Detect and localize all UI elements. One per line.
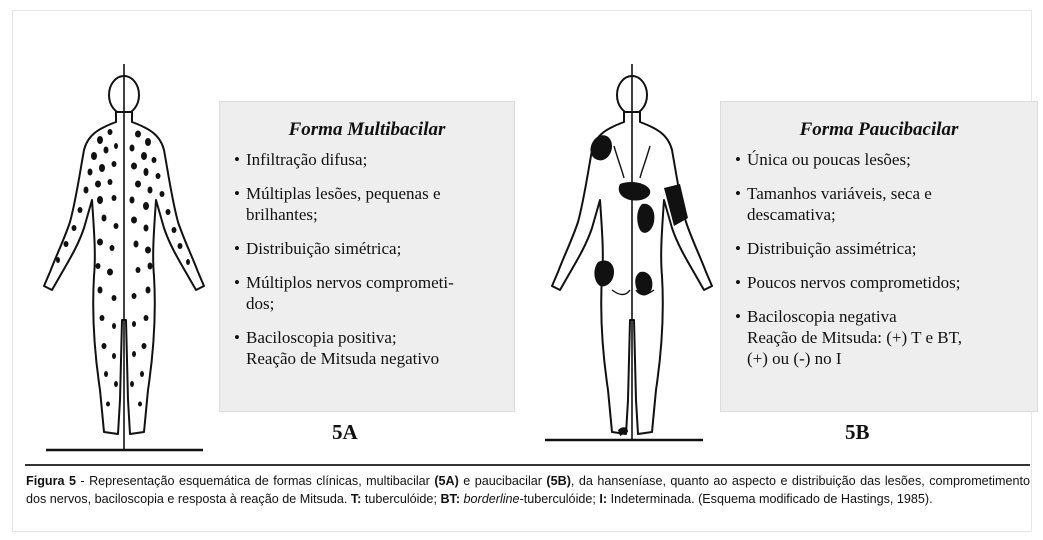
caption-text: -tuberculóide;: [520, 492, 600, 506]
panel-multibacillary: Forma Multibacilar Infiltração difusa; M…: [219, 101, 515, 412]
list-item: Baciloscopia positiva;Reação de Mitsuda …: [234, 327, 504, 369]
caption-ref-a: (5A): [434, 474, 459, 488]
list-item: Distribuição simétrica;: [234, 238, 504, 259]
caption-key-i: I:: [599, 492, 607, 506]
item-text: Múltiplas lesões, pequenas e: [246, 184, 441, 203]
caption-fig-label: Figura 5: [26, 474, 76, 488]
item-text: Poucos nervos comprometidos;: [747, 273, 960, 292]
caption-text: tuberculóide;: [361, 492, 440, 506]
item-text-continued: (+) ou (-) no I: [747, 348, 1027, 369]
item-text: Infiltração difusa;: [246, 150, 367, 169]
panel-a-label: 5A: [332, 420, 358, 445]
figure-caption: Figura 5 - Representação esquemática de …: [26, 472, 1030, 508]
panel-b-title: Forma Paucibacilar: [721, 119, 1037, 141]
list-item: Infiltração difusa;: [234, 149, 504, 170]
caption-key-bt: BT:: [440, 492, 460, 506]
item-text-continued: descamativa;: [747, 204, 1027, 225]
list-item: Múltiplos nervos comprometi-dos;: [234, 272, 504, 314]
list-item: Distribuição assimétrica;: [735, 238, 1027, 259]
item-text-continued: brilhantes;: [246, 204, 504, 225]
list-item: Poucos nervos comprometidos;: [735, 272, 1027, 293]
caption-text: Indeterminada. (Esquema modificado de Ha…: [607, 492, 933, 506]
caption-italic: borderline: [464, 492, 520, 506]
item-text-continued: Reação de Mitsuda: (+) T e BT,: [747, 327, 1027, 348]
item-text: Baciloscopia negativa: [747, 307, 897, 326]
item-text: Distribuição simétrica;: [246, 239, 401, 258]
panel-a-list: Infiltração difusa; Múltiplas lesões, pe…: [220, 149, 514, 369]
item-text: Distribuição assimétrica;: [747, 239, 916, 258]
caption-text: e paucibacilar: [459, 474, 547, 488]
panel-b-label: 5B: [845, 420, 870, 445]
caption-ref-b: (5B): [546, 474, 571, 488]
item-text: Tamanhos variáveis, seca e: [747, 184, 932, 203]
list-item: Única ou poucas lesões;: [735, 149, 1027, 170]
item-text: Única ou poucas lesões;: [747, 150, 911, 169]
caption-text: - Representação esquemática de formas cl…: [76, 474, 434, 488]
item-text: Baciloscopia positiva;: [246, 328, 397, 347]
item-text-continued: dos;: [246, 293, 504, 314]
panel-b-list: Única ou poucas lesões; Tamanhos variáve…: [721, 149, 1037, 369]
panel-a-title: Forma Multibacilar: [220, 119, 514, 141]
item-text-continued: Reação de Mitsuda negativo: [246, 348, 504, 369]
panel-paucibacillary: Forma Paucibacilar Única ou poucas lesõe…: [720, 101, 1038, 412]
caption-divider: [25, 464, 1030, 466]
caption-key-t: T:: [351, 492, 362, 506]
item-text: Múltiplos nervos comprometi-: [246, 273, 454, 292]
